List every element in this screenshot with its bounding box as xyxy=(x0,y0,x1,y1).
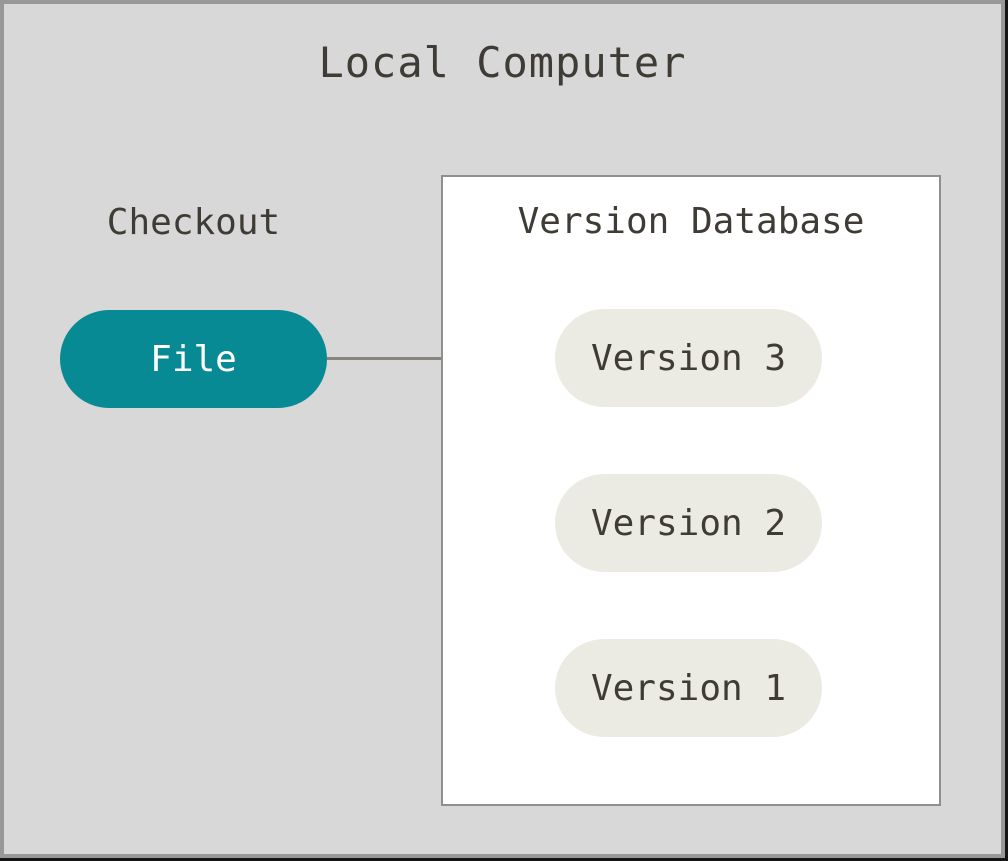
node-file-label: File xyxy=(150,338,237,380)
version-database-title: Version Database xyxy=(517,201,865,242)
diagram-canvas: Local Computer Checkout Version Database… xyxy=(4,4,1001,854)
node-version-1-label: Version 1 xyxy=(590,667,787,709)
checkout-label: Checkout xyxy=(106,202,281,243)
node-version-2: Version 2 xyxy=(555,474,822,572)
diagram-title: Local Computer xyxy=(318,38,687,87)
node-version-3-label: Version 3 xyxy=(590,337,787,379)
node-version-2-label: Version 2 xyxy=(590,502,787,544)
node-file: File xyxy=(60,310,327,408)
node-version-1: Version 1 xyxy=(555,639,822,737)
node-version-3: Version 3 xyxy=(555,309,822,407)
